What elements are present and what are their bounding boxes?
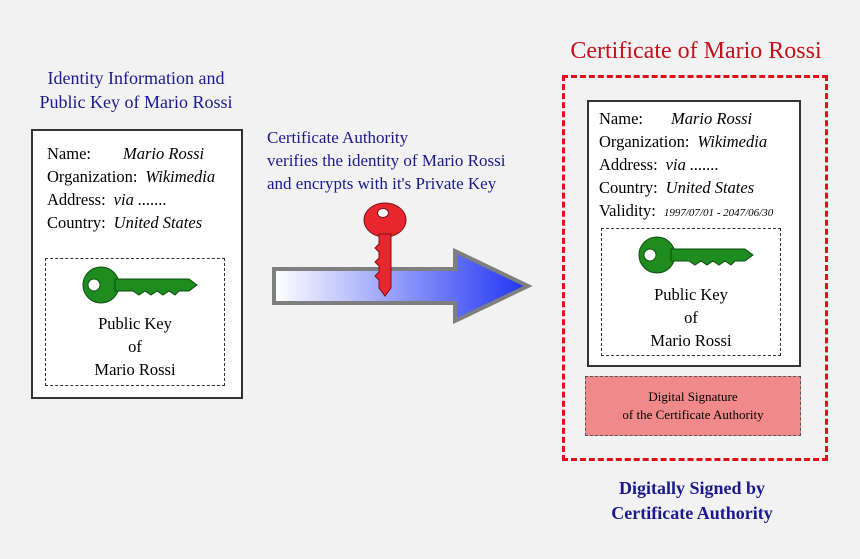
org-value: Wikimedia [145, 167, 216, 186]
private-key-icon [363, 202, 407, 297]
certificate-title: Certificate of Mario Rossi [570, 38, 822, 64]
cert-pk-line2: of [684, 308, 698, 327]
ca-line1: Certificate Authority [267, 128, 409, 147]
signed-by-caption: Digitally Signed by Certificate Authorit… [570, 476, 814, 526]
cert-pk-line1: Public Key [654, 285, 728, 304]
cert-name-label: Name: [599, 109, 643, 128]
cert-org-value: Wikimedia [697, 132, 768, 151]
public-key-icon [82, 266, 198, 304]
cert-country-row: Country: United States [599, 176, 754, 199]
identity-card: Name:Mario Rossi Organization:Wikimedia … [31, 129, 243, 399]
address-value: via ....... [113, 190, 167, 209]
cert-validity-row: Validity: 1997/07/01 - 2047/06/30 [599, 199, 773, 225]
org-label: Organization: [47, 167, 138, 186]
identity-address-row: Address: via ....... [47, 188, 167, 211]
signature-line1: Digital Signature [648, 389, 738, 404]
cert-address-label: Address: [599, 155, 658, 174]
signature-line2: of the Certificate Authority [622, 407, 764, 422]
name-label: Name: [47, 144, 91, 163]
identity-title-line2: Public Key of Mario Rossi [39, 92, 233, 112]
cert-address-row: Address: via ....... [599, 153, 719, 176]
cert-pk-line3: Mario Rossi [650, 331, 732, 350]
name-value: Mario Rossi [123, 144, 205, 163]
cert-validity-value: 1997/07/01 - 2047/06/30 [663, 207, 774, 219]
identity-name-row: Name: Mario Rossi [47, 142, 204, 165]
ca-description: Certificate Authority verifies the ident… [267, 126, 505, 195]
cert-org-label: Organization: [599, 132, 690, 151]
country-label: Country: [47, 213, 106, 232]
identity-public-key-box: Public Key of Mario Rossi [45, 258, 225, 386]
certificate-card: Name:Mario Rossi Organization:Wikimedia … [587, 100, 801, 367]
public-key-icon [638, 236, 754, 274]
digital-signature-box: Digital Signature of the Certificate Aut… [585, 376, 801, 436]
cert-name-value: Mario Rossi [671, 109, 753, 128]
cert-validity-label: Validity: [599, 201, 656, 220]
cert-country-label: Country: [599, 178, 658, 197]
cert-public-key-box: Public Key of Mario Rossi [601, 228, 781, 356]
cert-address-value: via ....... [665, 155, 719, 174]
identity-title-line1: Identity Information and [47, 68, 225, 88]
identity-pk-line3: Mario Rossi [94, 360, 176, 379]
cert-org-row: Organization: Wikimedia [599, 130, 767, 153]
signed-line1: Digitally Signed by [618, 478, 766, 498]
identity-country-row: Country: United States [47, 211, 202, 234]
country-value: United States [113, 213, 203, 232]
cert-country-value: United States [665, 178, 755, 197]
identity-title: Identity Information and Public Key of M… [20, 66, 252, 114]
certificate-border [562, 75, 828, 461]
cert-name-row: Name: Mario Rossi [599, 107, 752, 130]
ca-line2: verifies the identity of Mario Rossi [267, 151, 506, 170]
identity-org-row: Organization: Wikimedia [47, 165, 215, 188]
address-label: Address: [47, 190, 106, 209]
transfer-arrow [272, 247, 533, 325]
signed-line2: Certificate Authority [611, 503, 773, 523]
identity-pk-line2: of [128, 337, 142, 356]
identity-pk-line1: Public Key [98, 314, 172, 333]
ca-line3: and encrypts with it's Private Key [267, 174, 497, 193]
